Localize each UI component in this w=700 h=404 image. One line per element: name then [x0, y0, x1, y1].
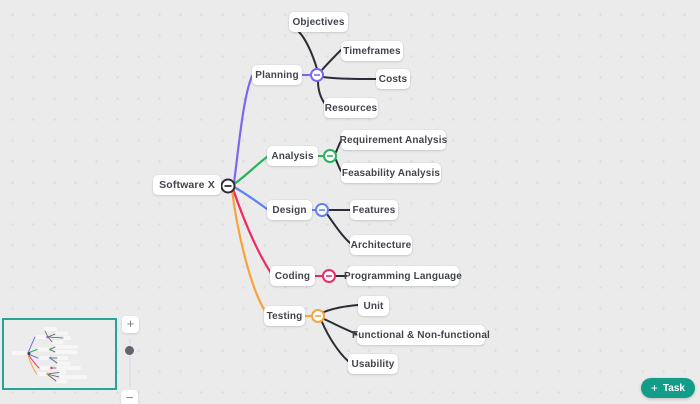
node-features[interactable]: Features	[350, 200, 398, 220]
line-resources	[317, 80, 326, 105]
node-usability[interactable]: Usability	[348, 354, 398, 374]
node-requirement-analysis[interactable]: Requirement Analysis	[339, 130, 448, 150]
node-resources-label: Resources	[324, 102, 378, 114]
node-architecture[interactable]: Architecture	[350, 235, 412, 255]
node-planning[interactable]: Planning	[252, 65, 302, 85]
node-features-label: Features	[352, 204, 396, 216]
line-usability	[321, 321, 349, 362]
node-software-x[interactable]: Software X	[153, 175, 221, 195]
branch-line-testing	[230, 188, 267, 313]
node-planning-label: Planning	[255, 69, 299, 81]
task-plus-icon: +	[650, 381, 658, 395]
node-programming-language[interactable]: Programming Language	[344, 266, 463, 286]
analysis-collapse-toggle[interactable]	[323, 149, 337, 163]
child-connector-lines	[298, 31, 377, 362]
node-design[interactable]: Design	[267, 200, 312, 220]
line-functional	[323, 318, 358, 335]
branch-line-planning	[232, 74, 254, 185]
root-collapse-toggle[interactable]	[220, 178, 236, 194]
add-task-button[interactable]: + Task	[640, 378, 695, 398]
testing-collapse-toggle[interactable]	[311, 309, 325, 323]
minus-icon: −	[125, 390, 134, 404]
minimap[interactable]	[2, 318, 117, 390]
zoom-slider-handle[interactable]	[125, 346, 134, 355]
node-feasability-analysis[interactable]: Feasability Analysis	[341, 163, 441, 183]
line-feasability-analysis	[335, 159, 342, 172]
node-unit-label: Unit	[363, 300, 384, 312]
line-objectives	[298, 31, 318, 70]
node-coding-label: Coding	[274, 270, 311, 282]
node-usability-label: Usability	[351, 358, 395, 370]
branch-line-coding	[231, 187, 273, 275]
node-costs-label: Costs	[378, 73, 408, 85]
zoom-slider-track[interactable]	[129, 338, 131, 388]
coding-collapse-toggle[interactable]	[322, 269, 336, 283]
branch-line-design	[232, 185, 269, 211]
design-collapse-toggle[interactable]	[315, 203, 329, 217]
line-costs	[322, 76, 377, 80]
line-architecture	[326, 213, 351, 244]
node-objectives-label: Objectives	[292, 16, 345, 28]
node-requirement-analysis-label: Requirement Analysis	[339, 134, 448, 146]
node-analysis-label: Analysis	[271, 150, 314, 162]
node-coding[interactable]: Coding	[270, 266, 315, 286]
zoom-out-button[interactable]: −	[121, 390, 138, 404]
planning-collapse-toggle[interactable]	[310, 68, 324, 82]
node-software-x-label: Software X	[159, 179, 215, 191]
node-objectives[interactable]: Objectives	[289, 12, 348, 32]
node-feasability-analysis-label: Feasability Analysis	[341, 167, 441, 179]
node-timeframes[interactable]: Timeframes	[341, 41, 403, 61]
line-requirement-analysis	[335, 140, 342, 153]
node-programming-language-label: Programming Language	[344, 270, 463, 282]
node-functional-non-functional[interactable]: Functional & Non-functional	[352, 325, 490, 345]
node-design-label: Design	[272, 204, 307, 216]
line-unit	[323, 304, 359, 313]
root-branch-lines	[230, 74, 273, 313]
node-unit[interactable]: Unit	[358, 296, 389, 316]
task-button-label: Task	[662, 382, 685, 394]
line-timeframes	[321, 49, 342, 71]
zoom-in-button[interactable]: +	[122, 316, 139, 333]
node-architecture-label: Architecture	[350, 239, 412, 251]
node-timeframes-label: Timeframes	[343, 45, 401, 57]
minimap-preview	[12, 327, 87, 384]
toggle-connector-segments	[301, 74, 324, 317]
node-testing-label: Testing	[266, 310, 303, 322]
plus-icon: +	[126, 316, 135, 331]
node-testing[interactable]: Testing	[264, 306, 305, 326]
branch-line-analysis	[232, 155, 269, 186]
node-costs[interactable]: Costs	[376, 69, 410, 89]
node-functional-non-functional-label: Functional & Non-functional	[352, 329, 490, 341]
node-resources[interactable]: Resources	[324, 98, 378, 118]
node-analysis[interactable]: Analysis	[267, 146, 318, 166]
